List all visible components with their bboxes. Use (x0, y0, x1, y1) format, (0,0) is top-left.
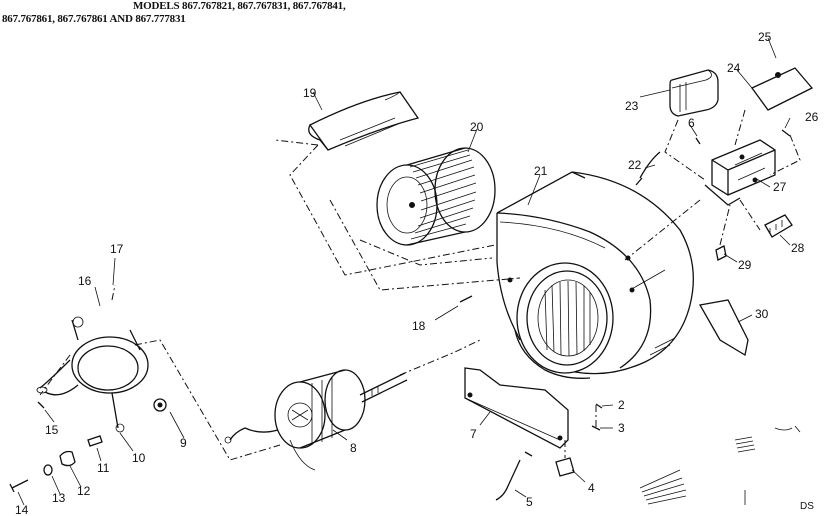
callout-16: 16 (78, 274, 92, 288)
terminal-block (764, 214, 793, 238)
callout-12: 12 (77, 484, 91, 498)
callout-21: 21 (534, 164, 548, 178)
callout-6: 6 (688, 116, 695, 130)
motor-mount (36, 316, 149, 433)
hardware-parts (9, 129, 791, 501)
callout-13: 13 (52, 491, 66, 505)
callout-4: 4 (588, 481, 595, 495)
callout-14: 14 (15, 503, 29, 516)
capacitor (669, 69, 719, 117)
corner-mark: DS (800, 501, 814, 512)
callout-9: 9 (180, 436, 187, 450)
leader-lines (17, 37, 791, 506)
callout-3: 3 (618, 421, 625, 435)
callout-25: 25 (758, 30, 772, 44)
blower-wheel (376, 147, 496, 246)
callout-8: 8 (350, 441, 357, 455)
wire-bundle (639, 425, 801, 505)
callout-17: 17 (110, 242, 124, 256)
callout-2: 2 (618, 398, 625, 412)
callout-30: 30 (755, 307, 769, 321)
capacitor-bracket (704, 139, 776, 206)
callout-27: 27 (773, 180, 787, 194)
cover-plate (308, 91, 420, 151)
blower-housing (496, 171, 694, 379)
callout-10: 10 (132, 451, 146, 465)
callout-7: 7 (470, 427, 477, 441)
blower-motor (224, 369, 408, 471)
callout-22: 22 (628, 158, 642, 172)
deflector-plate (698, 299, 749, 357)
models-header-line2: 867.767861, 867.767861 AND 867.777831 (2, 13, 186, 25)
callout-5: 5 (526, 495, 533, 509)
assembly-lines (39, 109, 801, 461)
callout-20: 20 (470, 120, 484, 134)
callout-18: 18 (412, 319, 426, 333)
mounting-bracket (464, 367, 569, 449)
callout-28: 28 (791, 241, 805, 255)
callout-19: 19 (303, 86, 317, 100)
callout-11: 11 (97, 461, 110, 475)
callout-23: 23 (625, 99, 639, 113)
callout-15: 15 (45, 423, 59, 437)
capacitor-cover (751, 67, 814, 111)
callout-24: 24 (727, 61, 741, 75)
callout-29: 29 (738, 258, 752, 272)
callout-labels: 2 3 4 5 6 7 8 9 10 11 12 13 14 15 16 17 … (15, 30, 819, 516)
callout-26: 26 (805, 110, 819, 124)
models-header-line1: MODELS 867.767821, 867.767831, 867.76784… (133, 0, 346, 12)
